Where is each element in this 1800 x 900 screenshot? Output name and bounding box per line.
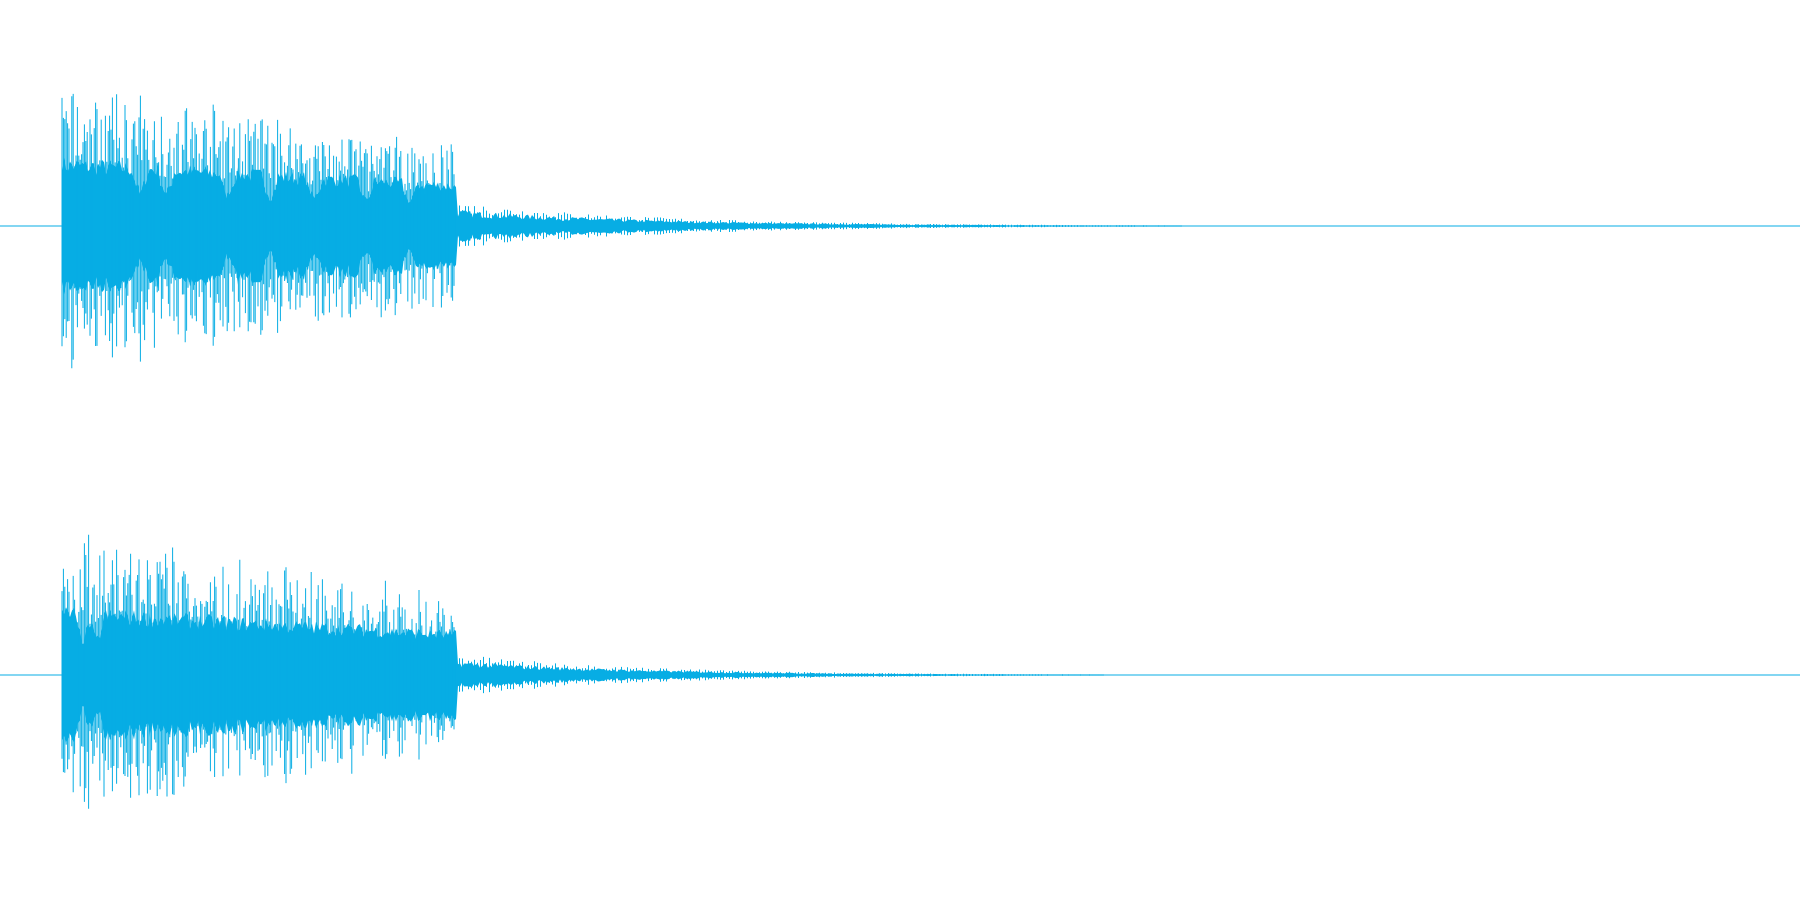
channel-2-waveform bbox=[0, 534, 1800, 809]
channel-2-spikes bbox=[61, 534, 1105, 809]
channel-1-spikes bbox=[61, 93, 1183, 369]
channel-1-waveform bbox=[0, 93, 1800, 369]
